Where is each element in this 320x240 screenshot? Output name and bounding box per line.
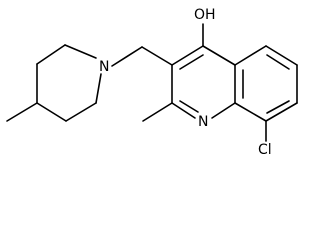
chlorine-label: Cl — [258, 142, 272, 158]
piperidine-ring — [36, 44, 102, 122]
piperidine-methyl-bond — [6, 102, 38, 122]
chemical-structure-diagram: OH N N Cl — [6, 7, 298, 158]
methylene-linker — [111, 46, 173, 67]
piperidine-nitrogen-label: N — [99, 59, 109, 75]
quinoline-methyl-bond — [142, 102, 173, 122]
molecule-canvas: OH N N Cl — [6, 7, 298, 158]
pyridine-ring — [171, 45, 236, 119]
ring-nitrogen-label: N — [198, 114, 208, 130]
benzene-ring — [234, 45, 298, 122]
hydroxyl-label: OH — [194, 7, 216, 23]
